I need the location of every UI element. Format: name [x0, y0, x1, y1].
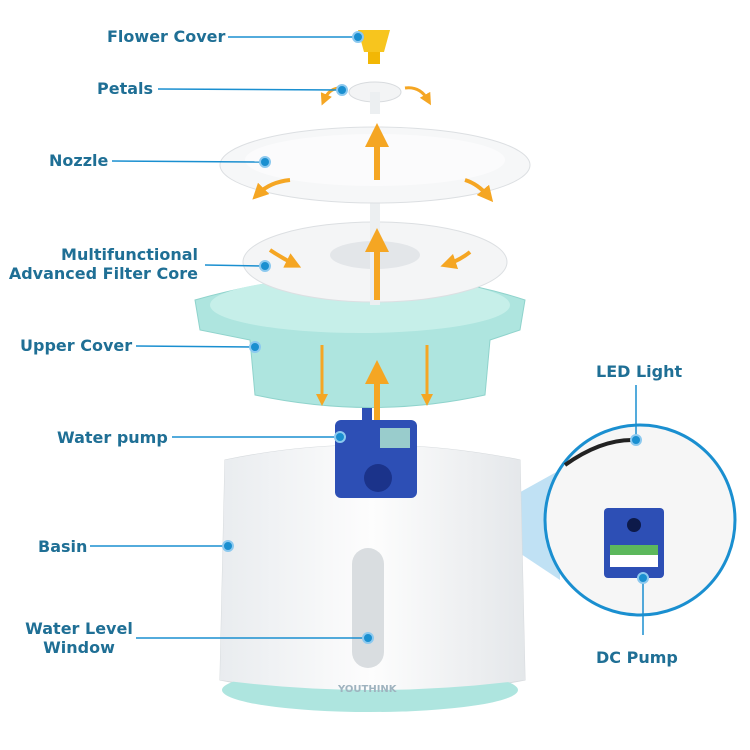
dot-dc-pump: [637, 572, 649, 584]
dot-window: [362, 632, 374, 644]
label-nozzle: Nozzle: [49, 151, 109, 170]
dot-upper-cover: [249, 341, 261, 353]
water-pump: [335, 405, 417, 498]
label-window-line1: Water Level: [25, 619, 133, 638]
label-flower-cover: Flower Cover: [107, 27, 226, 46]
dot-led: [630, 434, 642, 446]
label-filter-line1: Multifunctional: [61, 245, 198, 264]
dot-filter: [259, 260, 271, 272]
flow-arrows: [252, 86, 494, 420]
label-dc-pump: DC Pump: [596, 648, 678, 667]
label-led-light: LED Light: [596, 362, 683, 381]
dot-flower-cover: [352, 31, 364, 43]
label-water-pump: Water pump: [57, 428, 168, 447]
label-water-level-window: Water Level Window: [20, 619, 138, 657]
label-basin: Basin: [38, 537, 88, 556]
dot-nozzle: [259, 156, 271, 168]
brand-logo: YOUTHINK: [338, 684, 397, 695]
label-filter-line2: Advanced Filter Core: [8, 264, 198, 283]
pump-detail-callout: [543, 423, 737, 617]
basin: [219, 444, 526, 712]
label-window-line2: Window: [43, 638, 115, 657]
label-petals: Petals: [97, 79, 154, 98]
label-upper-cover: Upper Cover: [20, 336, 133, 355]
label-dots: [222, 31, 649, 644]
dot-basin: [222, 540, 234, 552]
water-level-window: [352, 548, 384, 668]
dot-petals: [336, 84, 348, 96]
label-filter-core: Multifunctional Advanced Filter Core: [0, 245, 198, 283]
leader-lines: [90, 36, 644, 639]
dot-water-pump: [334, 431, 346, 443]
flower-cover: [358, 30, 390, 64]
petals: [348, 81, 402, 114]
